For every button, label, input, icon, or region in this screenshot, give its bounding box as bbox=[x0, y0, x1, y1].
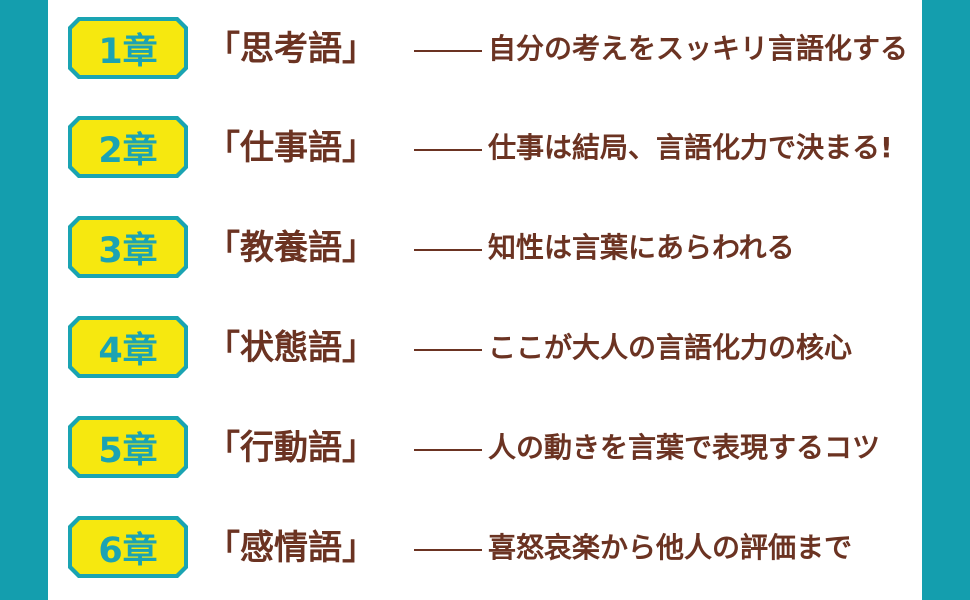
chapter-description: 喜怒哀楽から他人の評価まで bbox=[488, 531, 853, 564]
chapter-row-1: 1章 「思考語」 自分の考えをスッキリ言語化する bbox=[48, 14, 922, 84]
chapter-description: 人の動きを言葉で表現するコツ bbox=[488, 431, 881, 464]
chapter-badge-label: 3章 bbox=[72, 220, 184, 274]
chapter-badge-label: 2章 bbox=[72, 120, 184, 174]
chapter-badge: 3章 bbox=[68, 216, 188, 278]
chapter-description: 知性は言葉にあらわれる bbox=[488, 231, 795, 264]
chapter-title: 「状態語」 bbox=[206, 328, 376, 368]
chapter-badge-label: 4章 bbox=[72, 320, 184, 374]
dash-divider bbox=[414, 149, 482, 151]
chapter-title: 「思考語」 bbox=[206, 29, 376, 69]
chapter-title: 「感情語」 bbox=[206, 528, 376, 568]
chapter-badge: 2章 bbox=[68, 116, 188, 178]
chapter-badge-label: 6章 bbox=[72, 520, 184, 574]
chapter-title: 「行動語」 bbox=[206, 428, 376, 468]
chapter-description: 自分の考えをスッキリ言語化する bbox=[488, 32, 909, 65]
dash-divider bbox=[414, 249, 482, 251]
chapter-badge: 4章 bbox=[68, 316, 188, 378]
chapter-description: ここが大人の言語化力の核心 bbox=[488, 331, 853, 364]
chapter-row-4: 4章 「状態語」 ここが大人の言語化力の核心 bbox=[48, 313, 922, 383]
dash-divider bbox=[414, 50, 482, 52]
chapter-row-3: 3章 「教養語」 知性は言葉にあらわれる bbox=[48, 213, 922, 283]
chapter-badge: 5章 bbox=[68, 416, 188, 478]
dash-divider bbox=[414, 549, 482, 551]
chapter-list-panel: 1章 「思考語」 自分の考えをスッキリ言語化する 2章 「仕事語」 仕事は結局、… bbox=[48, 0, 922, 600]
chapter-badge: 1章 bbox=[68, 17, 188, 79]
chapter-row-5: 5章 「行動語」 人の動きを言葉で表現するコツ bbox=[48, 413, 922, 483]
chapter-row-6: 6章 「感情語」 喜怒哀楽から他人の評価まで bbox=[48, 513, 922, 583]
chapter-badge: 6章 bbox=[68, 516, 188, 578]
chapter-title: 「仕事語」 bbox=[206, 128, 376, 168]
chapter-row-2: 2章 「仕事語」 仕事は結局、言語化力で決まる! bbox=[48, 113, 922, 183]
chapter-badge-label: 5章 bbox=[72, 420, 184, 474]
chapter-title: 「教養語」 bbox=[206, 228, 376, 268]
chapter-description: 仕事は結局、言語化力で決まる! bbox=[488, 131, 893, 164]
chapter-badge-label: 1章 bbox=[72, 21, 184, 75]
dash-divider bbox=[414, 349, 482, 351]
dash-divider bbox=[414, 449, 482, 451]
